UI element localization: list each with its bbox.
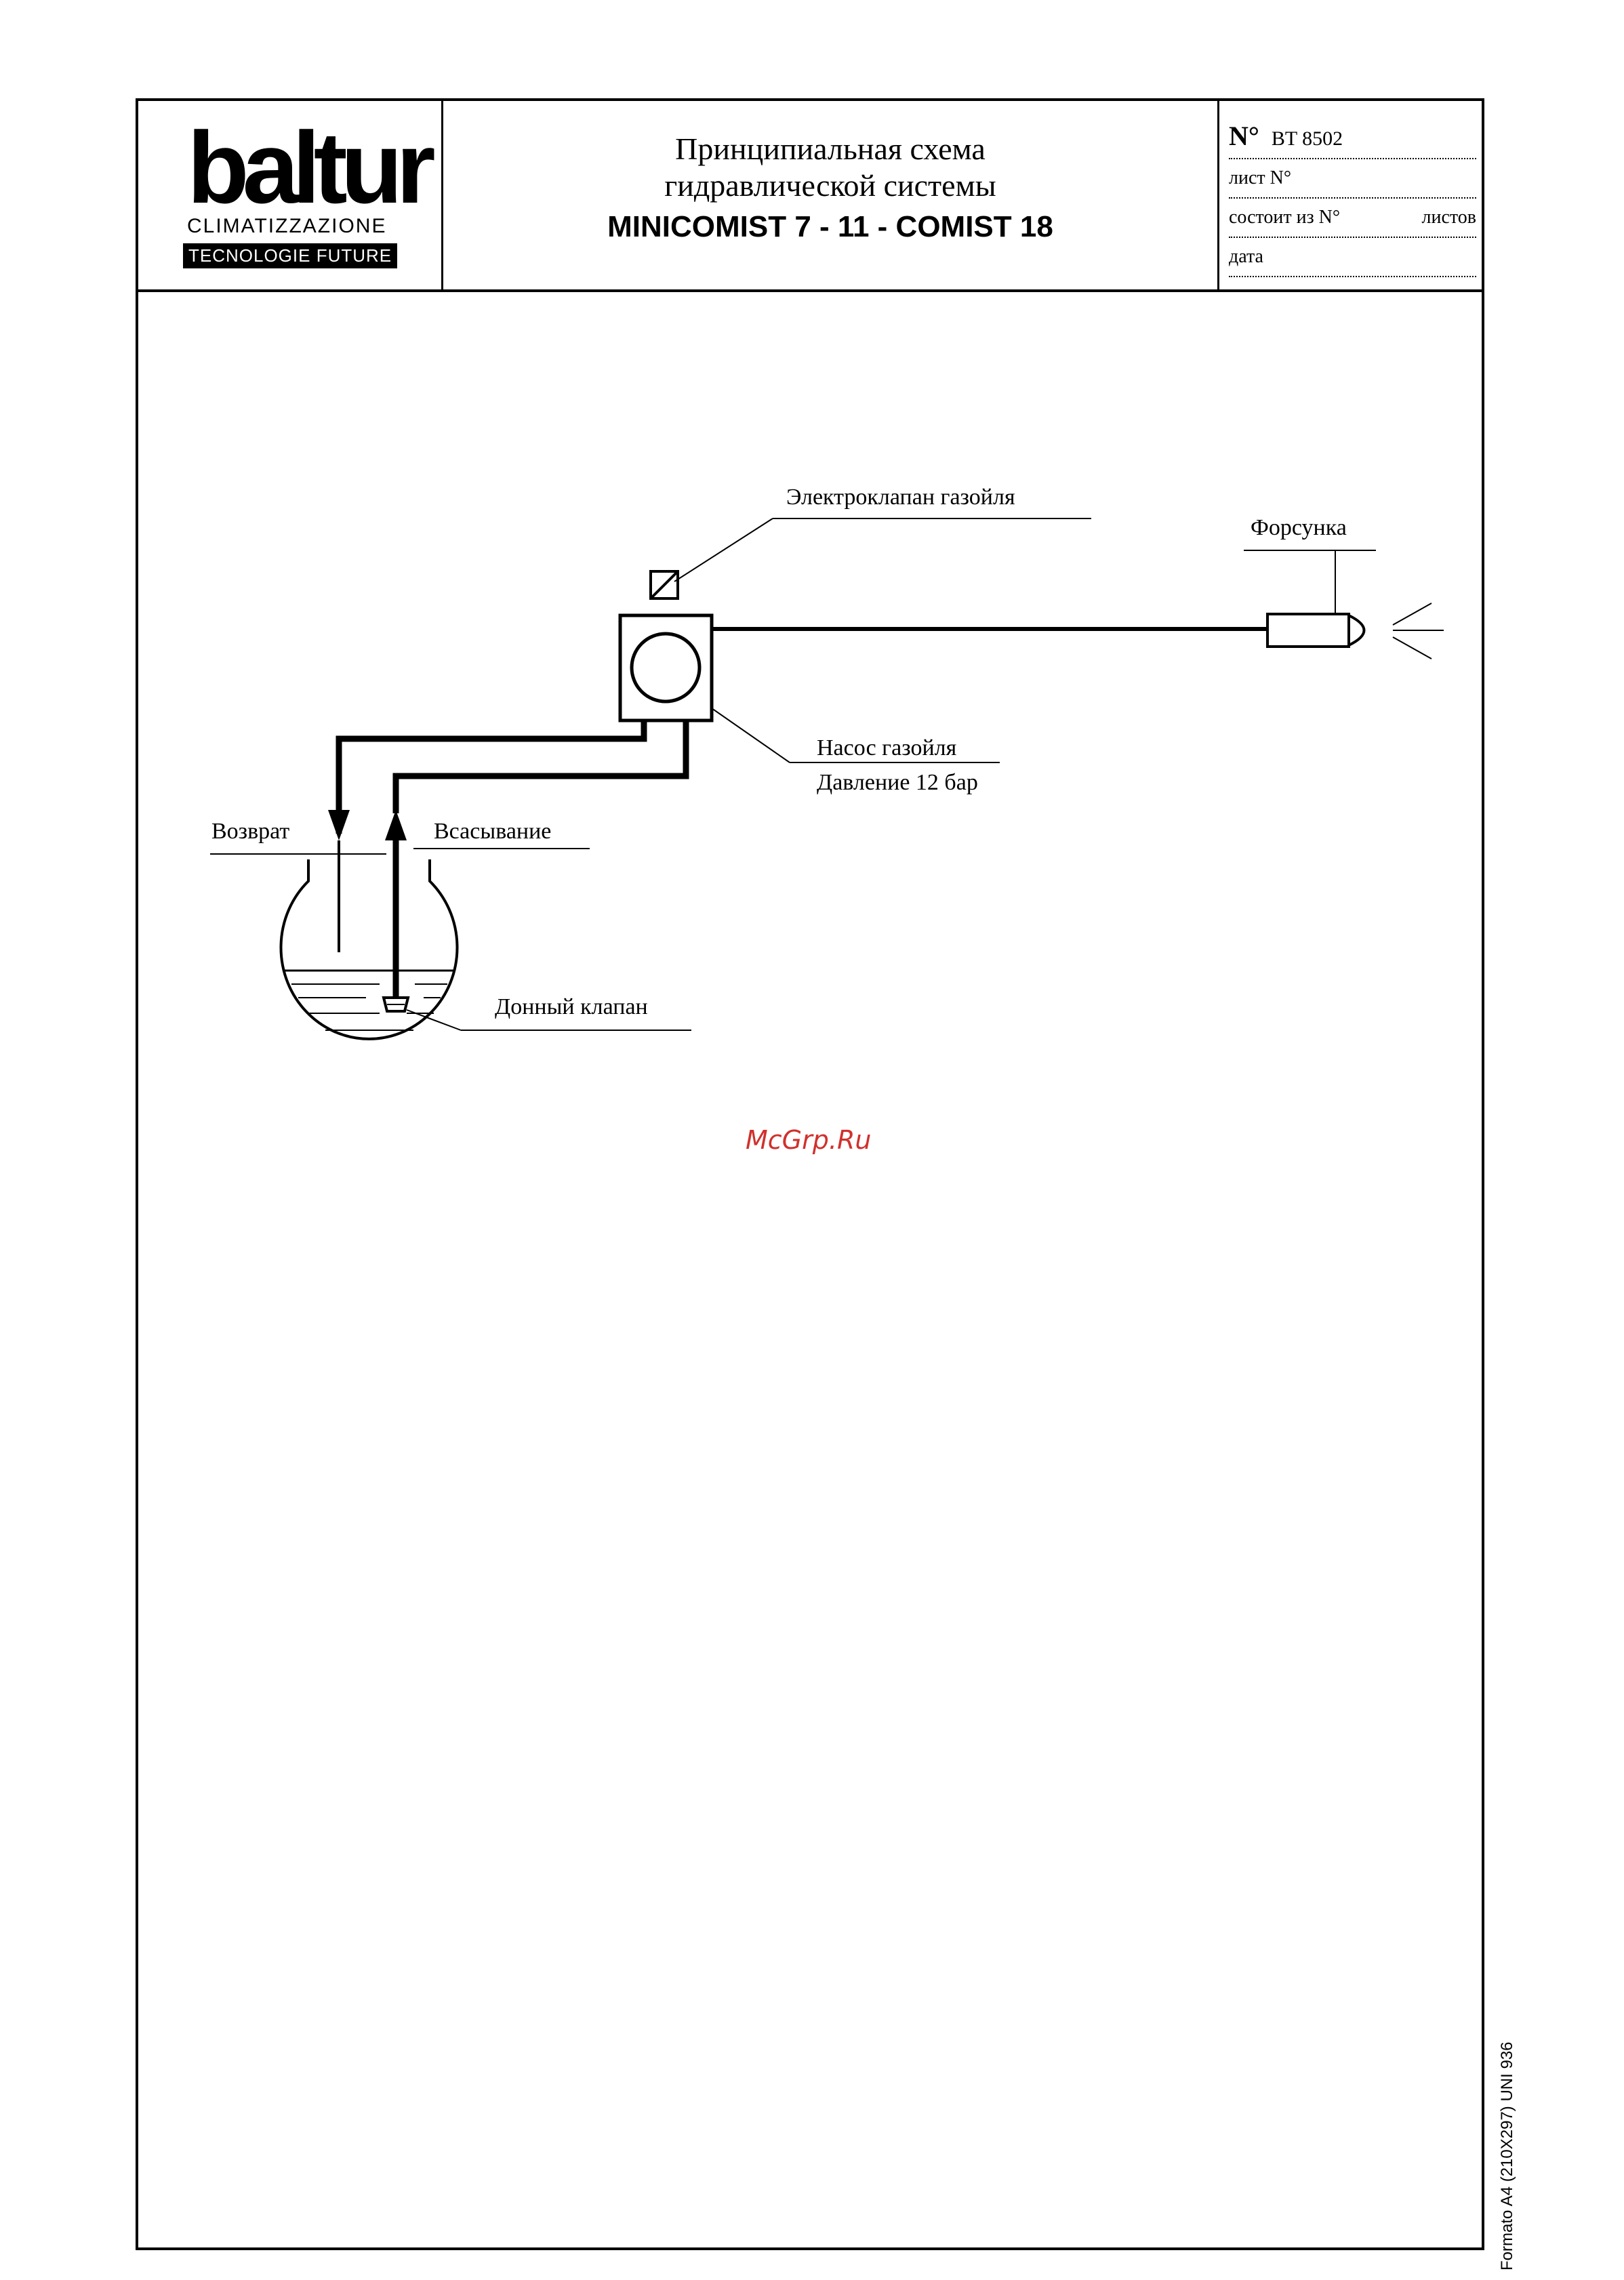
label-pump: Насос газойля — [817, 735, 956, 761]
label-return: Возврат — [211, 819, 289, 844]
label-pressure: Давление 12 бар — [817, 770, 978, 796]
watermark: McGrp.Ru — [746, 1125, 871, 1155]
label-nozzle: Форсунка — [1251, 515, 1347, 541]
fuel-tank-symbol — [281, 859, 457, 1039]
format-note: Formato A4 (210X297) UNI 936 — [1498, 1891, 1525, 2271]
nozzle-symbol — [1267, 603, 1444, 659]
label-suction: Всасывание — [434, 819, 551, 844]
foot-valve-symbol — [384, 998, 408, 1011]
label-foot-valve: Донный клапан — [495, 994, 648, 1020]
suction-arrow — [385, 810, 407, 840]
return-arrow — [328, 810, 350, 840]
label-solenoid-valve: Электроклапан газойля — [786, 485, 1015, 510]
solenoid-valve-symbol — [651, 571, 678, 598]
pump-leader — [712, 708, 790, 762]
solenoid-valve-leader — [674, 518, 773, 582]
pump-symbol — [620, 615, 712, 720]
